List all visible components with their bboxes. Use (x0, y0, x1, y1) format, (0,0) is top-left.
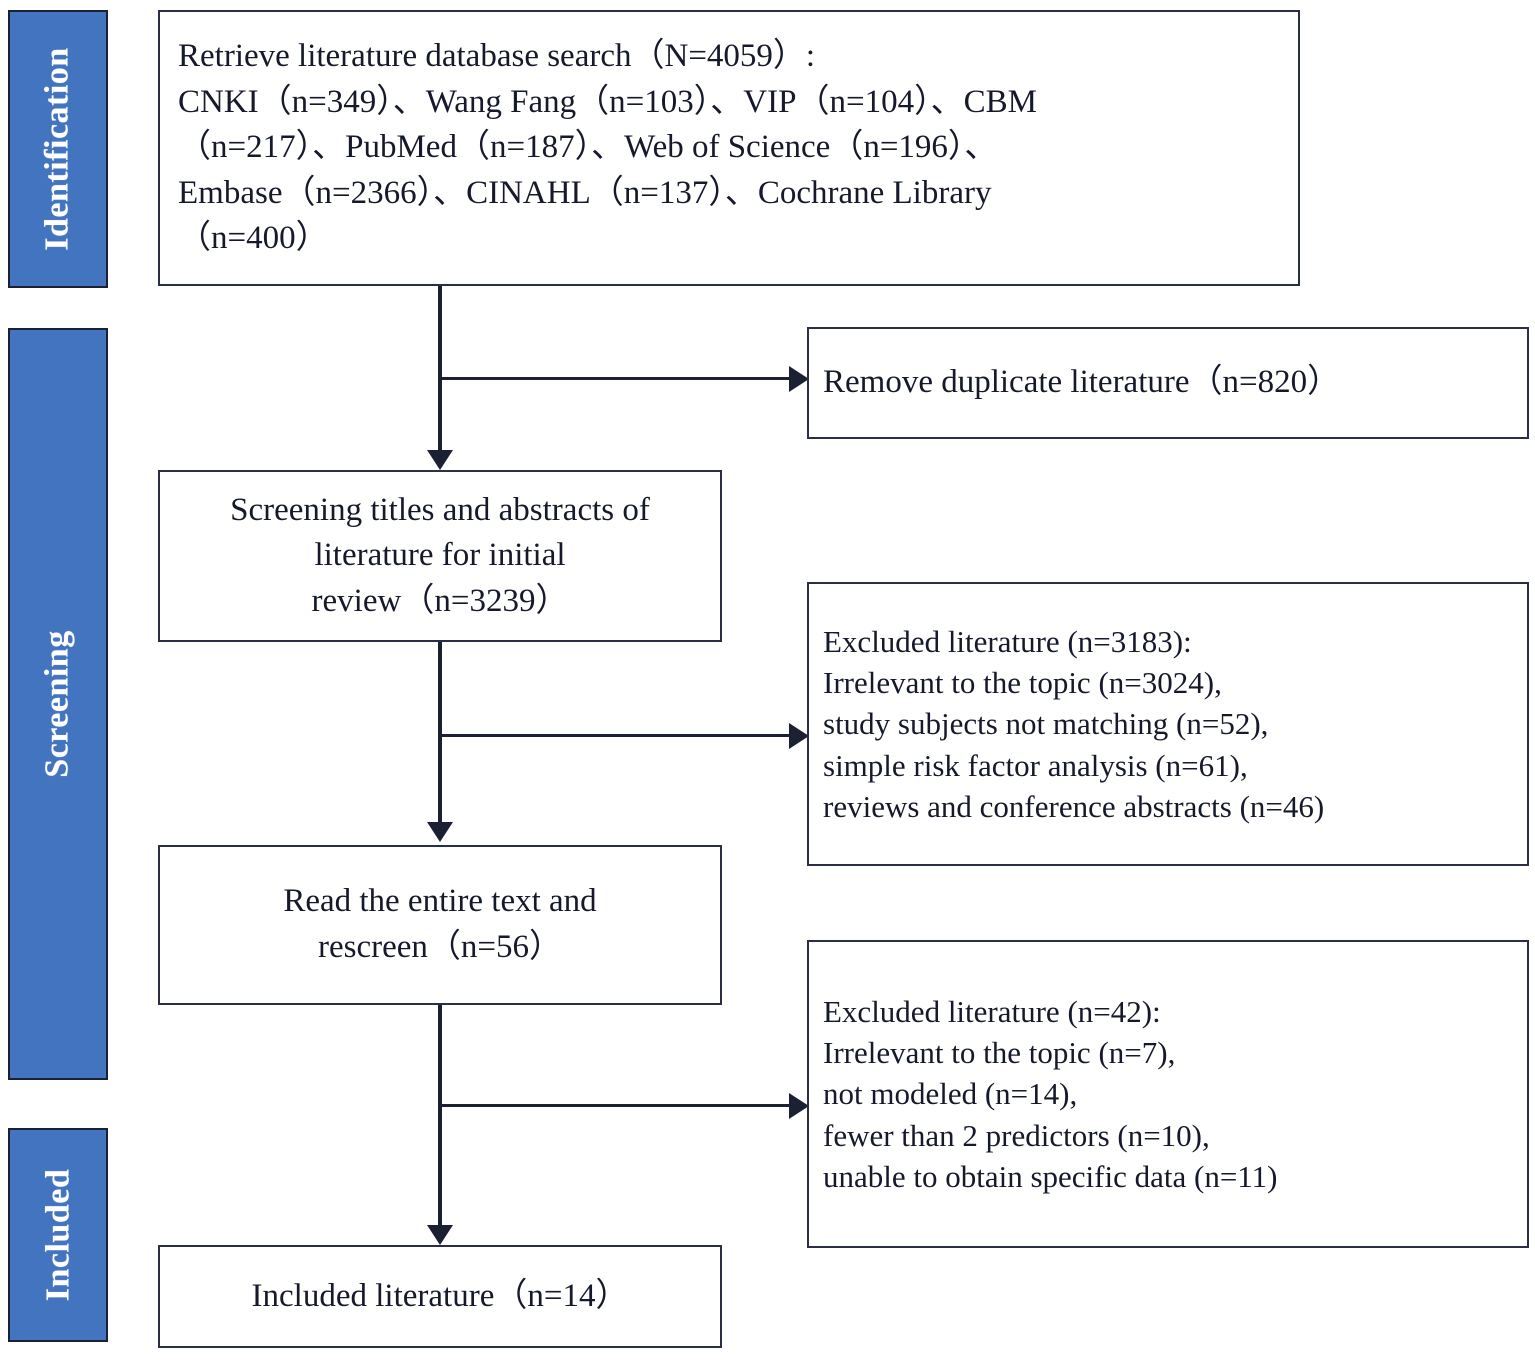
stage-label-identification: Identification (39, 47, 77, 251)
excluded-2-line-3: not modeled (n=14), (823, 1076, 1078, 1112)
remove-duplicates-box: Remove duplicate literature（n=820） (807, 327, 1529, 439)
arrowhead-to-screening (427, 450, 453, 470)
excluded-2-line-4: fewer than 2 predictors (n=10), (823, 1117, 1210, 1153)
rescreen-line-1: Read the entire text and (283, 883, 597, 920)
stage-bar-identification: Identification (8, 10, 108, 288)
included-line-1: Included literature（n=14） (251, 1277, 629, 1314)
excluded-2-line-5: unable to obtain specific data (n=11) (823, 1158, 1278, 1194)
excluded-1-line-1: Excluded literature (n=3183): (823, 623, 1192, 659)
rescreen-line-2: rescreen（n=56） (317, 929, 563, 965)
retrieve-literature-line-1: Retrieve literature database search（N=40… (178, 38, 816, 75)
excluded-2-line-2: Irrelevant to the topic (n=7), (823, 1035, 1176, 1071)
excluded-1-line-4: simple risk factor analysis (n=61), (823, 747, 1248, 783)
excluded-1-line-2: Irrelevant to the topic (n=3024), (823, 665, 1222, 701)
retrieve-literature-line-3: （n=217）、PubMed（n=187）、Web of Science（n=1… (178, 129, 998, 166)
remove-duplicates-line-1: Remove duplicate literature（n=820） (823, 364, 1341, 401)
screening-line-1: Screening titles and abstracts of (230, 491, 650, 528)
excluded-after-title-abstract-box: Excluded literature (n=3183): Irrelevant… (807, 582, 1529, 866)
stage-bar-included: Included (8, 1128, 108, 1342)
arrowhead-to-included (427, 1225, 453, 1245)
screening-titles-abstracts-box: Screening titles and abstracts of litera… (158, 470, 722, 642)
retrieve-literature-line-5: （n=400） (178, 220, 329, 257)
retrieve-literature-box: Retrieve literature database search（N=40… (158, 10, 1300, 286)
excluded-1-line-3: study subjects not matching (n=52), (823, 706, 1269, 742)
retrieve-literature-line-4: Embase（n=2366）、CINAHL（n=137）、Cochrane Li… (178, 174, 992, 211)
connector-identification-trunk (438, 286, 442, 456)
stage-label-included: Included (39, 1168, 76, 1302)
connector-to-excluded-2 (438, 1104, 790, 1107)
stage-label-screening: Screening (39, 630, 76, 778)
connector-rescreen-trunk (438, 1005, 442, 1227)
retrieve-literature-line-2: CNKI（n=349）、Wang Fang（n=103）、VIP（n=104）、… (178, 83, 1037, 120)
excluded-after-full-text-box: Excluded literature (n=42): Irrelevant t… (807, 940, 1529, 1248)
arrowhead-to-excluded-1 (789, 723, 809, 749)
included-literature-box: Included literature（n=14） (158, 1245, 722, 1348)
connector-to-excluded-1 (438, 734, 790, 737)
arrowhead-to-rescreen (427, 822, 453, 842)
arrowhead-to-excluded-2 (789, 1093, 809, 1119)
excluded-2-line-1: Excluded literature (n=42): (823, 993, 1161, 1029)
excluded-1-line-5: reviews and conference abstracts (n=46) (823, 788, 1325, 824)
screening-line-2: literature for initial (314, 537, 566, 574)
arrowhead-to-duplicates (789, 366, 809, 392)
stage-bar-screening: Screening (8, 328, 108, 1080)
read-full-text-box: Read the entire text and rescreen（n=56） (158, 845, 722, 1005)
screening-line-3: review（n=3239） (311, 582, 569, 619)
connector-screening-trunk (438, 642, 442, 824)
connector-to-duplicates (438, 377, 790, 380)
